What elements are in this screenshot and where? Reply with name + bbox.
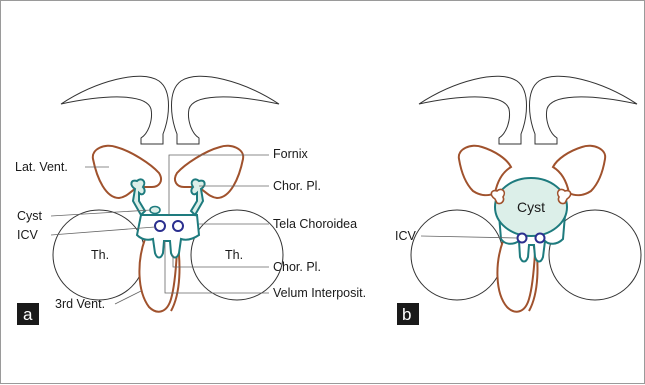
hemisphere-outline-left-b xyxy=(419,76,527,144)
lateral-ventricle-left xyxy=(93,146,161,198)
label-tela-choroidea: Tela Choroidea xyxy=(273,217,357,231)
internal-cerebral-vein-right-b xyxy=(536,234,545,243)
hemisphere-outline-right xyxy=(172,76,280,144)
label-cyst-a: Cyst xyxy=(17,209,43,223)
panel-a-letter: a xyxy=(23,305,33,324)
lateral-ventricle-right xyxy=(175,146,243,198)
choroid-plexus-upper-right xyxy=(191,179,205,215)
label-chor-pl-lower: Chor. Pl. xyxy=(273,260,321,274)
label-3rd-vent: 3rd Vent. xyxy=(55,297,105,311)
choroid-plexus-left-b xyxy=(491,189,504,203)
internal-cerebral-vein-left-b xyxy=(518,234,527,243)
thalamus-left-b xyxy=(411,210,503,300)
internal-cerebral-vein-right xyxy=(173,221,183,231)
panel-b-letter: b xyxy=(402,305,411,324)
label-cyst-b: Cyst xyxy=(517,199,545,215)
panel-b: Cyst ICV b xyxy=(395,76,641,325)
label-lat-vent: Lat. Vent. xyxy=(15,160,68,174)
internal-cerebral-vein-left xyxy=(155,221,165,231)
label-icv-b: ICV xyxy=(395,229,417,243)
small-cyst xyxy=(150,207,160,214)
label-th-left: Th. xyxy=(91,248,109,262)
label-th-right: Th. xyxy=(225,248,243,262)
hemisphere-outline-right-b xyxy=(530,76,638,144)
hemisphere-outline-left xyxy=(61,76,169,144)
lateral-ventricle-right-b xyxy=(553,146,605,195)
label-fornix: Fornix xyxy=(273,147,308,161)
panel-a: Lat. Vent. Fornix Chor. Pl. Cyst Tela Ch… xyxy=(15,76,366,325)
choroid-plexus-right-b xyxy=(558,189,571,203)
label-velum-interposit: Velum Interposit. xyxy=(273,286,366,300)
label-icv-a: ICV xyxy=(17,228,39,242)
choroid-plexus-upper-left xyxy=(131,179,145,215)
label-chor-pl-upper: Chor. Pl. xyxy=(273,179,321,193)
